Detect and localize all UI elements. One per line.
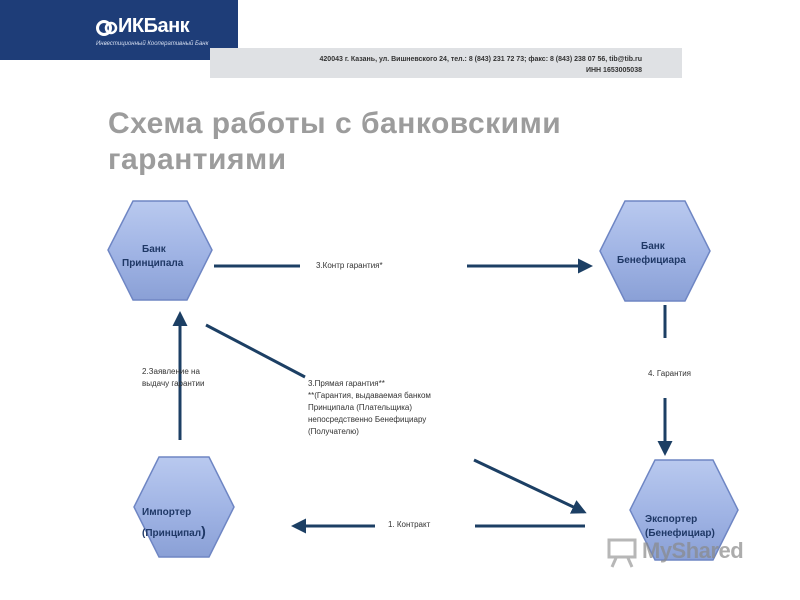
exporter-line-1: Экспортер bbox=[645, 514, 698, 525]
label-application-line-1: 2.Заявление на bbox=[142, 367, 200, 376]
label-contract: 1. Контракт bbox=[388, 520, 431, 529]
node-label-bank-beneficiary: Банк Бенефициара bbox=[617, 240, 686, 268]
importer-line-2-paren: ) bbox=[201, 523, 206, 539]
hexagon-bank-principal bbox=[107, 200, 213, 301]
label-direct-line-2: **(Гарантия, выдаваемая банком bbox=[308, 391, 431, 400]
bank-logo-subtitle: Инвестиционный Кооперативный Банк bbox=[96, 41, 209, 47]
importer-line-1: Импортер bbox=[142, 507, 192, 518]
presentation-board-icon bbox=[607, 538, 637, 568]
hexagon-importer bbox=[133, 456, 235, 558]
contact-inn: ИНН 1653005038 bbox=[585, 67, 642, 74]
watermark-text: MyShared bbox=[642, 538, 744, 563]
exporter-line-2: (Бенефициар) bbox=[645, 528, 715, 539]
importer-line-2: (Принципал) bbox=[142, 524, 206, 541]
contact-address: 420043 г. Казань, ул. Вишневского 24, те… bbox=[319, 56, 642, 63]
label-counter-guarantee: 3.Контр гарантия* bbox=[316, 261, 383, 270]
bank-principal-line-2: Принципала bbox=[122, 258, 184, 269]
title-line-1: Схема работы с банковскими bbox=[108, 107, 562, 140]
title-line-2: гарантиями bbox=[108, 143, 287, 176]
node-label-exporter: Экспортер (Бенефициар) bbox=[645, 513, 715, 541]
bank-principal-line-1: Банк bbox=[142, 244, 166, 255]
arrow-direct-upper bbox=[205, 323, 306, 379]
node-label-bank-principal: Банк Принципала bbox=[122, 243, 183, 271]
label-application: 2.Заявление на выдачу гарантии bbox=[142, 366, 204, 390]
label-direct-line-4: непосредственно Бенефициару bbox=[308, 415, 427, 424]
bank-logo-name: ИКБанк bbox=[118, 15, 190, 37]
header-logo-block: ИКБанк Инвестиционный Кооперативный Банк bbox=[0, 0, 238, 60]
label-direct-line-3: Принципала (Плательщика) bbox=[308, 403, 413, 412]
bank-logo-icon bbox=[96, 20, 118, 36]
label-guarantee: 4. Гарантия bbox=[648, 369, 692, 378]
label-direct-line-5: (Получателю) bbox=[308, 427, 359, 436]
arrow-direct-lower bbox=[473, 458, 587, 514]
label-direct-line-1: 3.Прямая гарантия** bbox=[308, 379, 385, 388]
hexagon-exporter bbox=[629, 459, 739, 561]
label-application-line-2: выдачу гарантии bbox=[142, 379, 205, 388]
bank-beneficiary-line-2: Бенефициара bbox=[617, 255, 686, 266]
node-label-importer: Импортер (Принципал) bbox=[142, 506, 206, 541]
page-title: Схема работы с банковскими гарантиями bbox=[108, 106, 668, 178]
bank-beneficiary-line-1: Банк bbox=[641, 241, 665, 252]
importer-line-2-text: (Принципал bbox=[142, 528, 202, 539]
contact-bar: 420043 г. Казань, ул. Вишневского 24, те… bbox=[210, 48, 682, 78]
hexagon-bank-beneficiary bbox=[599, 200, 711, 302]
contact-info: 420043 г. Казань, ул. Вишневского 24, те… bbox=[320, 54, 642, 76]
watermark: MyShared bbox=[606, 536, 766, 570]
label-direct-guarantee: 3.Прямая гарантия** **(Гарантия, выдавае… bbox=[308, 378, 431, 438]
